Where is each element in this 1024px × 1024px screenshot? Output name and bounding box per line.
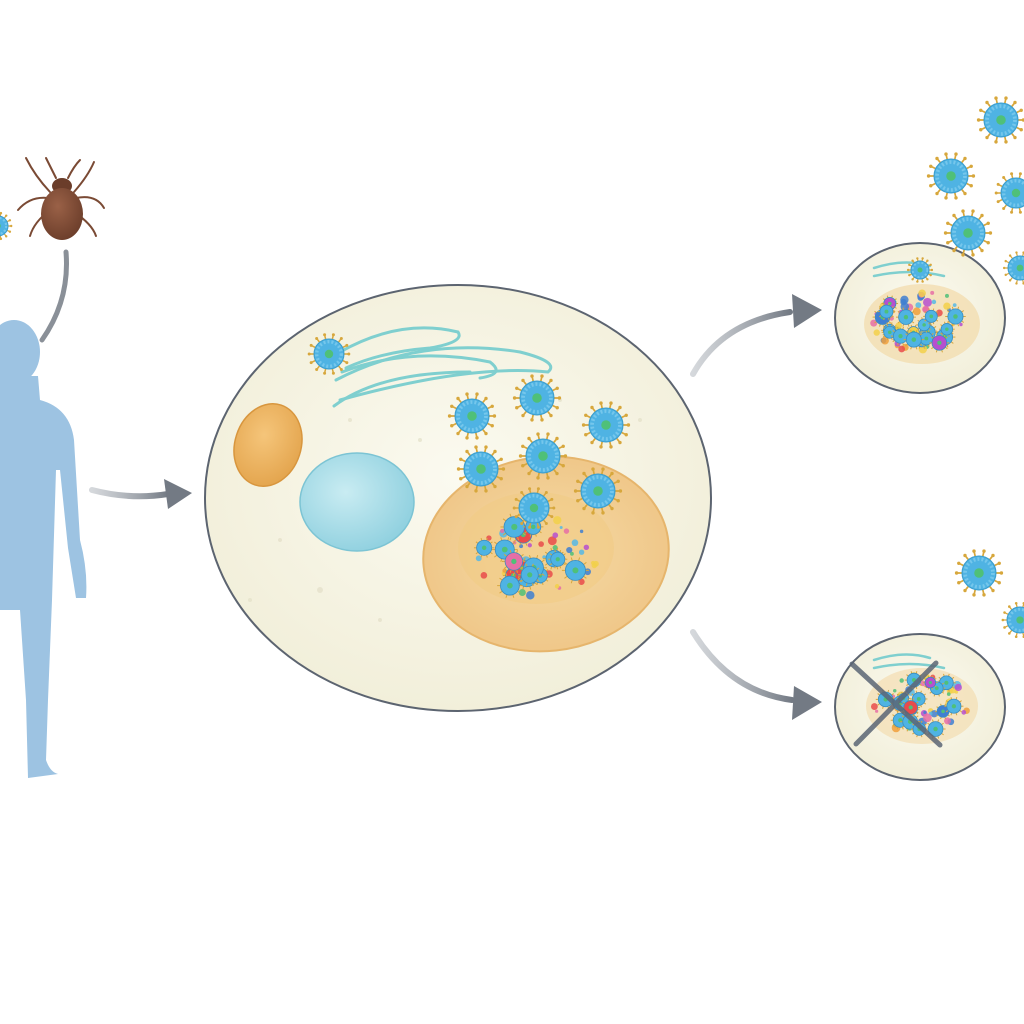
arrow-cell-to-blocked xyxy=(690,629,822,720)
outcome-blocked-cell xyxy=(834,633,1006,781)
virion-icon xyxy=(512,487,556,529)
virion-icon xyxy=(926,152,976,200)
viral-assembly-cluster xyxy=(473,513,599,600)
virion-icon xyxy=(1001,601,1024,639)
virion-icon xyxy=(954,549,1004,597)
arrow-host-to-cell xyxy=(89,479,192,509)
arrow-cell-to-release xyxy=(690,294,822,377)
virion-icon xyxy=(573,467,623,515)
nucleus xyxy=(299,452,415,552)
virion-icon xyxy=(307,333,351,375)
cross-mark-icon xyxy=(849,660,943,748)
virion-icon xyxy=(976,96,1024,144)
virion-icon xyxy=(0,211,13,241)
golgi-apparatus xyxy=(332,326,553,408)
virion-icon xyxy=(512,374,562,422)
infected-cell xyxy=(204,284,712,712)
virion-icon xyxy=(456,445,506,493)
mitochondrion xyxy=(233,403,303,487)
replication-compartment xyxy=(422,455,670,653)
human-silhouette-icon xyxy=(0,320,87,778)
outcome-release-cell xyxy=(834,242,1006,394)
virion-icon xyxy=(906,257,934,283)
virion-icon xyxy=(994,172,1024,214)
virion-icon xyxy=(1002,251,1024,285)
arrow-vector-to-host xyxy=(39,249,69,343)
virion-icon xyxy=(447,392,497,440)
viral-assembly-cluster xyxy=(870,289,966,354)
tick-icon xyxy=(17,157,105,240)
virion-icon xyxy=(581,401,631,449)
virion-icon xyxy=(518,432,568,480)
virion-icon xyxy=(943,209,993,257)
